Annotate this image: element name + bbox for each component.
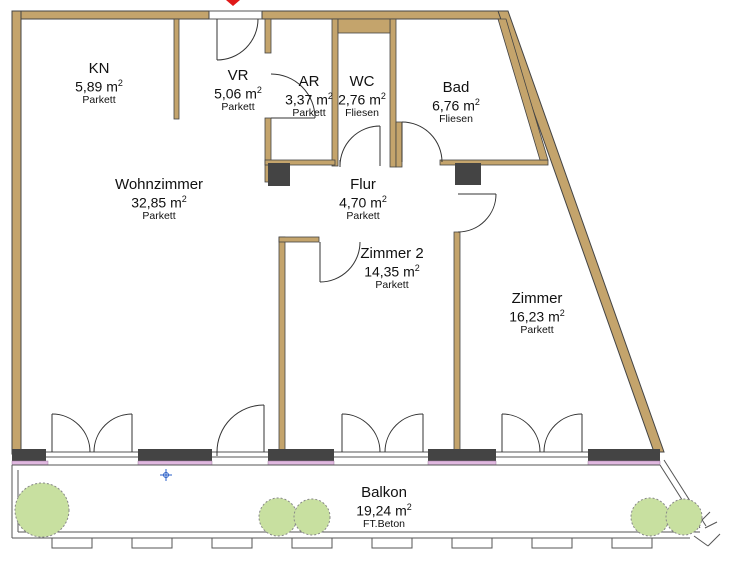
room-area: 5,89 m2 bbox=[75, 77, 123, 95]
room-label-wc: WC 2,76 m2 Fliesen bbox=[329, 73, 395, 120]
room-label-balkon: Balkon 19,24 m2 FT.Beton bbox=[344, 484, 424, 531]
room-name: VR bbox=[227, 67, 249, 84]
room-label-ar: AR 3,37 m2 Parkett bbox=[274, 73, 344, 120]
room-area: 32,85 m2 bbox=[131, 193, 187, 211]
room-floor: Fliesen bbox=[345, 107, 379, 120]
room-area: 2,76 m2 bbox=[338, 90, 386, 108]
room-area: 16,23 m2 bbox=[509, 307, 565, 325]
window-sills bbox=[11, 460, 661, 466]
room-area: 14,35 m2 bbox=[364, 262, 420, 280]
room-floor: Parkett bbox=[142, 210, 176, 223]
room-label-zimmer-2: Zimmer 2 14,35 m2 Parkett bbox=[352, 245, 432, 292]
door-swings bbox=[51, 18, 583, 456]
room-name: Zimmer bbox=[511, 290, 563, 307]
room-label-flur: Flur 4,70 m2 Parkett bbox=[327, 176, 399, 223]
room-name: Bad bbox=[442, 79, 470, 96]
room-floor: Parkett bbox=[82, 94, 116, 107]
room-area: 4,70 m2 bbox=[339, 193, 387, 211]
crosshair-icon bbox=[160, 469, 172, 481]
room-area: 5,06 m2 bbox=[214, 84, 262, 102]
room-floor: Parkett bbox=[292, 107, 326, 120]
room-area: 19,24 m2 bbox=[356, 501, 412, 519]
room-label-bad: Bad 6,76 m2 Fliesen bbox=[420, 79, 492, 126]
room-label-zimmer: Zimmer 16,23 m2 Parkett bbox=[497, 290, 577, 337]
room-label-vr: VR 5,06 m2 Parkett bbox=[203, 67, 273, 114]
room-name: AR bbox=[298, 73, 320, 90]
room-name: Flur bbox=[350, 176, 376, 193]
room-floor: Fliesen bbox=[439, 113, 473, 126]
room-area: 6,76 m2 bbox=[432, 96, 480, 114]
room-name: Balkon bbox=[361, 484, 407, 501]
columns bbox=[12, 163, 660, 461]
room-label-wohnzimmer: Wohnzimmer 32,85 m2 Parkett bbox=[104, 176, 214, 223]
room-label-kn: KN 5,89 m2 Parkett bbox=[64, 60, 134, 107]
entrance-marker-icon bbox=[226, 0, 240, 6]
room-floor: Parkett bbox=[375, 279, 409, 292]
room-area: 3,37 m2 bbox=[285, 90, 333, 108]
room-floor: Parkett bbox=[221, 101, 255, 114]
balcony-railing bbox=[51, 538, 653, 549]
tree-icon bbox=[14, 482, 703, 538]
interior-walls bbox=[173, 18, 549, 456]
room-floor: FT.Beton bbox=[362, 518, 406, 531]
balcony-outline bbox=[11, 459, 721, 547]
exterior-walls bbox=[11, 10, 665, 455]
room-floor: Parkett bbox=[520, 324, 554, 337]
glazing bbox=[46, 10, 588, 458]
room-floor: Parkett bbox=[346, 210, 380, 223]
room-name: Wohnzimmer bbox=[114, 176, 204, 193]
room-name: WC bbox=[349, 73, 375, 90]
room-name: KN bbox=[88, 60, 110, 77]
room-name: Zimmer 2 bbox=[360, 245, 424, 262]
